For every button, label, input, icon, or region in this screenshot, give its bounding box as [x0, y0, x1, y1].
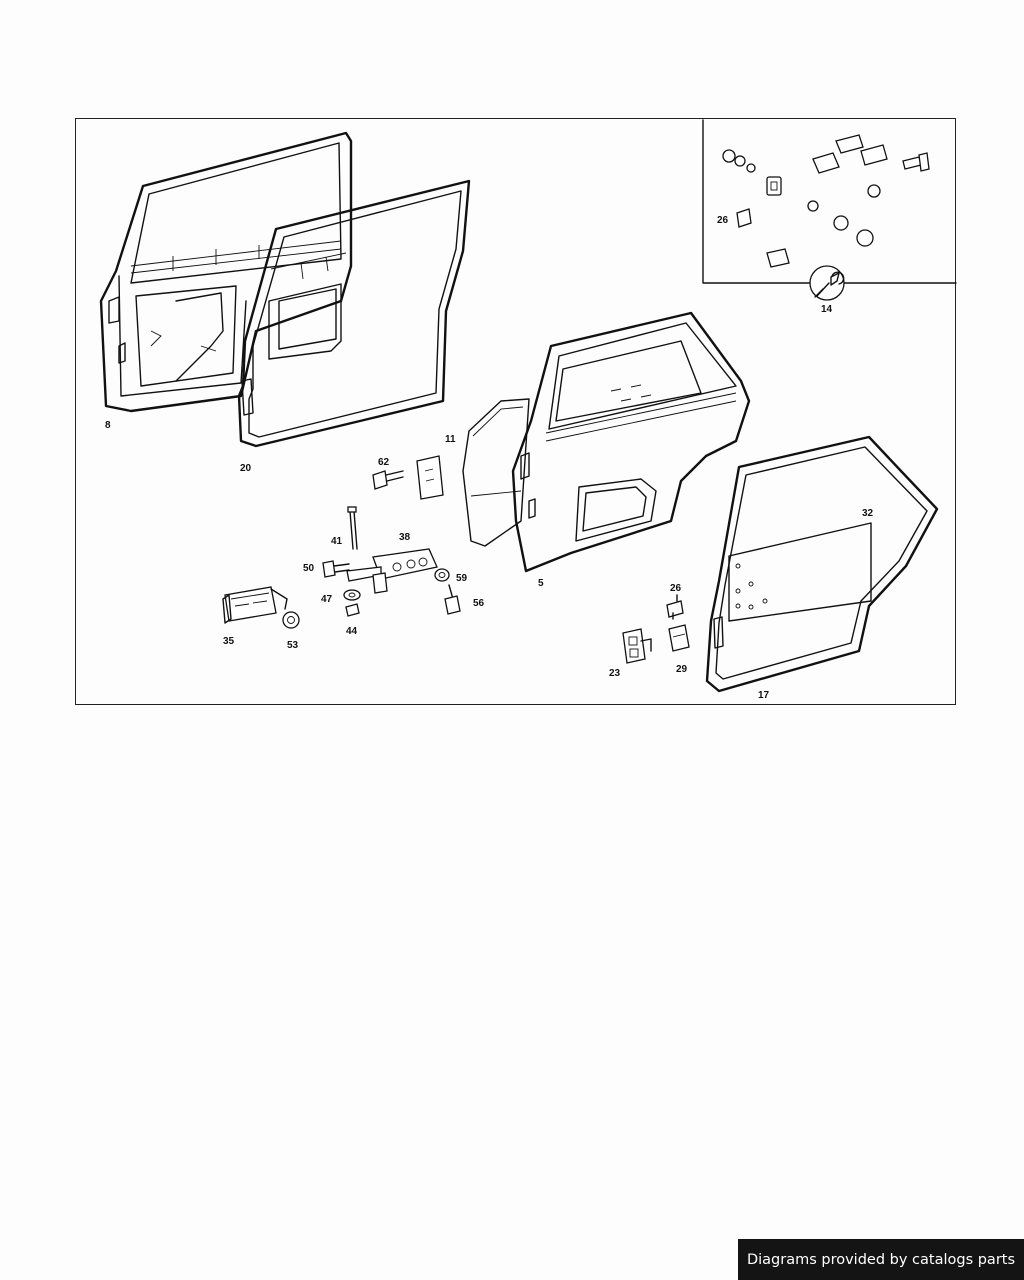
diagram-credit-badge: Diagrams provided by catalogs parts [738, 1239, 1024, 1280]
fastener-inset [702, 119, 957, 284]
washer-59 [434, 568, 450, 582]
rear-door-shell [511, 311, 751, 573]
diagram-credit-text: Diagrams provided by catalogs parts [746, 1251, 1016, 1268]
insulation-panel [728, 522, 872, 622]
door-parts-exploded-view: 8 20 11 5 62 41 38 50 59 47 56 44 35 53 … [99, 119, 957, 701]
callout-62: 62 [378, 457, 390, 468]
callout-20: 20 [240, 463, 252, 474]
clip-29 [668, 624, 690, 652]
washer-47 [343, 589, 361, 601]
bracket-23 [622, 628, 652, 664]
callout-26-inset: 26 [717, 215, 729, 226]
parts-diagram-frame: 8 20 11 5 62 41 38 50 59 47 56 44 35 53 … [75, 118, 957, 705]
clip-44 [345, 603, 360, 617]
callout-5: 5 [538, 578, 544, 589]
rear-door-outer-panel [462, 398, 530, 547]
bolt-50 [322, 560, 350, 578]
wrench-icon [809, 265, 845, 301]
front-door-shell [99, 131, 353, 413]
hinge-38 [346, 548, 438, 594]
nut-53 [282, 611, 300, 629]
callout-29: 29 [676, 664, 688, 675]
clip-26 [666, 594, 684, 620]
callout-35: 35 [223, 636, 235, 647]
bracket-11 [416, 455, 444, 500]
callout-56: 56 [473, 598, 485, 609]
callout-8: 8 [105, 420, 111, 431]
rear-door-seal [705, 435, 939, 693]
front-door-seal [237, 179, 471, 448]
callout-41: 41 [331, 536, 343, 547]
callout-44: 44 [346, 626, 358, 637]
callout-32: 32 [862, 508, 874, 519]
callout-23: 23 [609, 668, 621, 679]
callout-17: 17 [758, 690, 770, 701]
callout-14: 14 [821, 304, 833, 315]
striker-35 [222, 586, 288, 624]
callout-53: 53 [287, 640, 299, 651]
callout-11: 11 [445, 434, 456, 445]
bolt-62 [372, 470, 404, 490]
pin-41 [347, 506, 358, 550]
callout-50: 50 [303, 563, 315, 574]
callout-47: 47 [321, 594, 333, 605]
callout-26: 26 [670, 583, 682, 594]
bolt-56 [444, 584, 461, 615]
callout-38: 38 [399, 532, 411, 543]
callout-59: 59 [456, 573, 468, 584]
